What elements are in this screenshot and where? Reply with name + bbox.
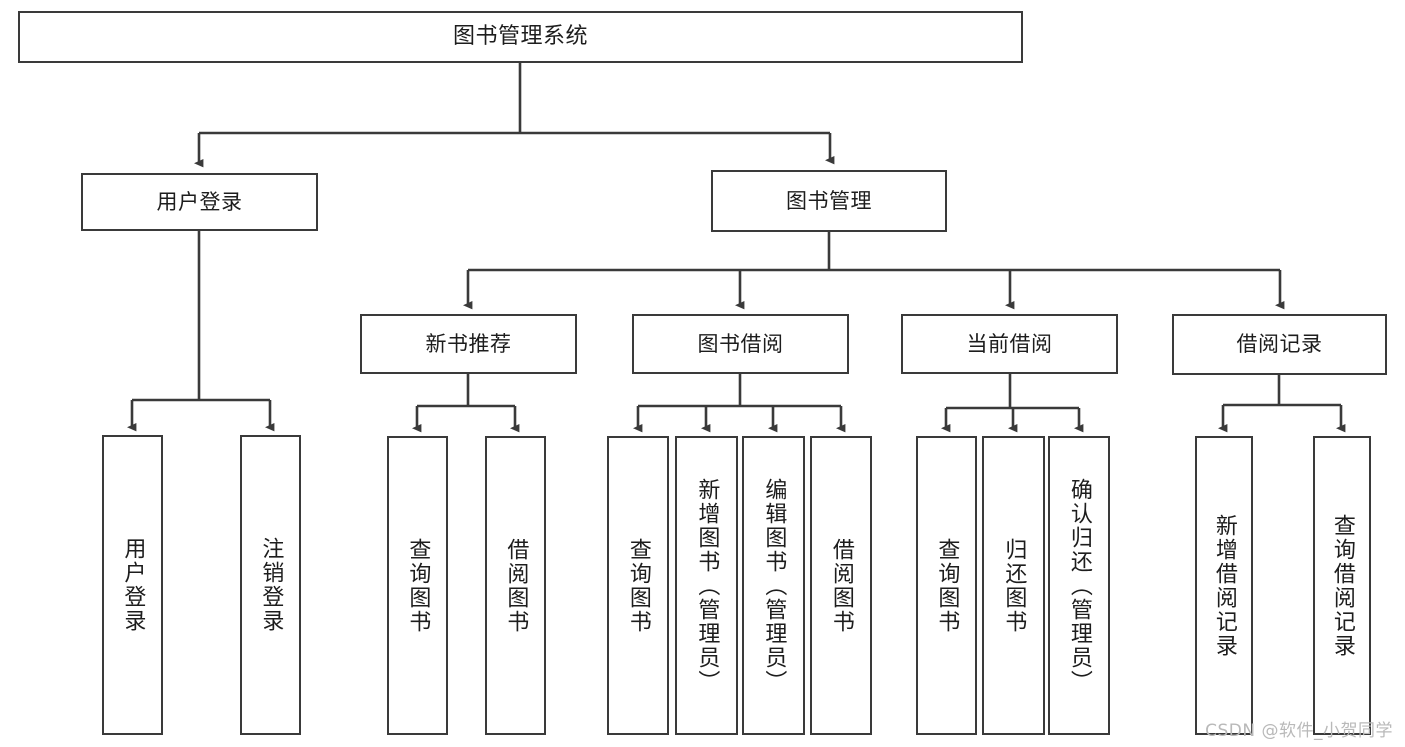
node-label: 借阅图书: [828, 537, 854, 634]
node-book-borrow[interactable]: 图书借阅: [632, 314, 849, 374]
leaf-book-borrow-edit[interactable]: 编辑图书（管理员）: [742, 436, 805, 735]
leaf-new-book-borrow[interactable]: 借阅图书: [485, 436, 546, 735]
node-label: 新书推荐: [425, 331, 512, 356]
leaf-borrow-record-add[interactable]: 新增借阅记录: [1195, 436, 1253, 735]
node-label: 查询图书: [625, 537, 651, 634]
leaf-current-borrow-return[interactable]: 归还图书: [982, 436, 1045, 735]
leaf-user-login-signout[interactable]: 注销登录: [240, 435, 301, 735]
leaf-current-borrow-query[interactable]: 查询图书: [916, 436, 977, 735]
node-current-borrow[interactable]: 当前借阅: [901, 314, 1118, 374]
node-label: 编辑图书（管理员）: [761, 477, 787, 694]
leaf-new-book-query[interactable]: 查询图书: [387, 436, 448, 735]
leaf-borrow-record-query[interactable]: 查询借阅记录: [1313, 436, 1371, 735]
node-user-login[interactable]: 用户登录: [81, 173, 318, 231]
leaf-user-login-signin[interactable]: 用户登录: [102, 435, 163, 735]
node-root-system[interactable]: 图书管理系统: [18, 11, 1023, 63]
csdn-watermark: CSDN @软件_小贺同学: [1205, 721, 1393, 741]
node-label: 新增图书（管理员）: [694, 477, 720, 694]
node-label: 查询图书: [405, 537, 431, 634]
node-new-book-recommend[interactable]: 新书推荐: [360, 314, 577, 374]
node-label: 确认归还（管理员）: [1066, 477, 1092, 694]
node-label: 用户登录: [156, 189, 243, 214]
node-label: 查询借阅记录: [1329, 513, 1355, 658]
node-label: 当前借阅: [966, 331, 1053, 356]
node-label: 图书借阅: [697, 331, 784, 356]
leaf-current-borrow-confirm-return[interactable]: 确认归还（管理员）: [1048, 436, 1110, 735]
leaf-book-borrow-lend[interactable]: 借阅图书: [810, 436, 872, 735]
node-label: 新增借阅记录: [1211, 513, 1237, 658]
node-label: 借阅记录: [1236, 332, 1323, 357]
leaf-book-borrow-query[interactable]: 查询图书: [607, 436, 669, 735]
node-label: 图书管理: [786, 188, 872, 213]
node-label: 查询图书: [934, 537, 960, 634]
node-borrow-record[interactable]: 借阅记录: [1172, 314, 1387, 375]
leaf-book-borrow-add[interactable]: 新增图书（管理员）: [675, 436, 738, 735]
node-label: 注销登录: [258, 537, 284, 633]
node-label: 归还图书: [1001, 537, 1027, 634]
node-label: 用户登录: [120, 537, 146, 633]
node-label: 借阅图书: [503, 537, 529, 634]
node-book-management[interactable]: 图书管理: [711, 170, 947, 232]
node-label: 图书管理系统: [452, 24, 588, 50]
